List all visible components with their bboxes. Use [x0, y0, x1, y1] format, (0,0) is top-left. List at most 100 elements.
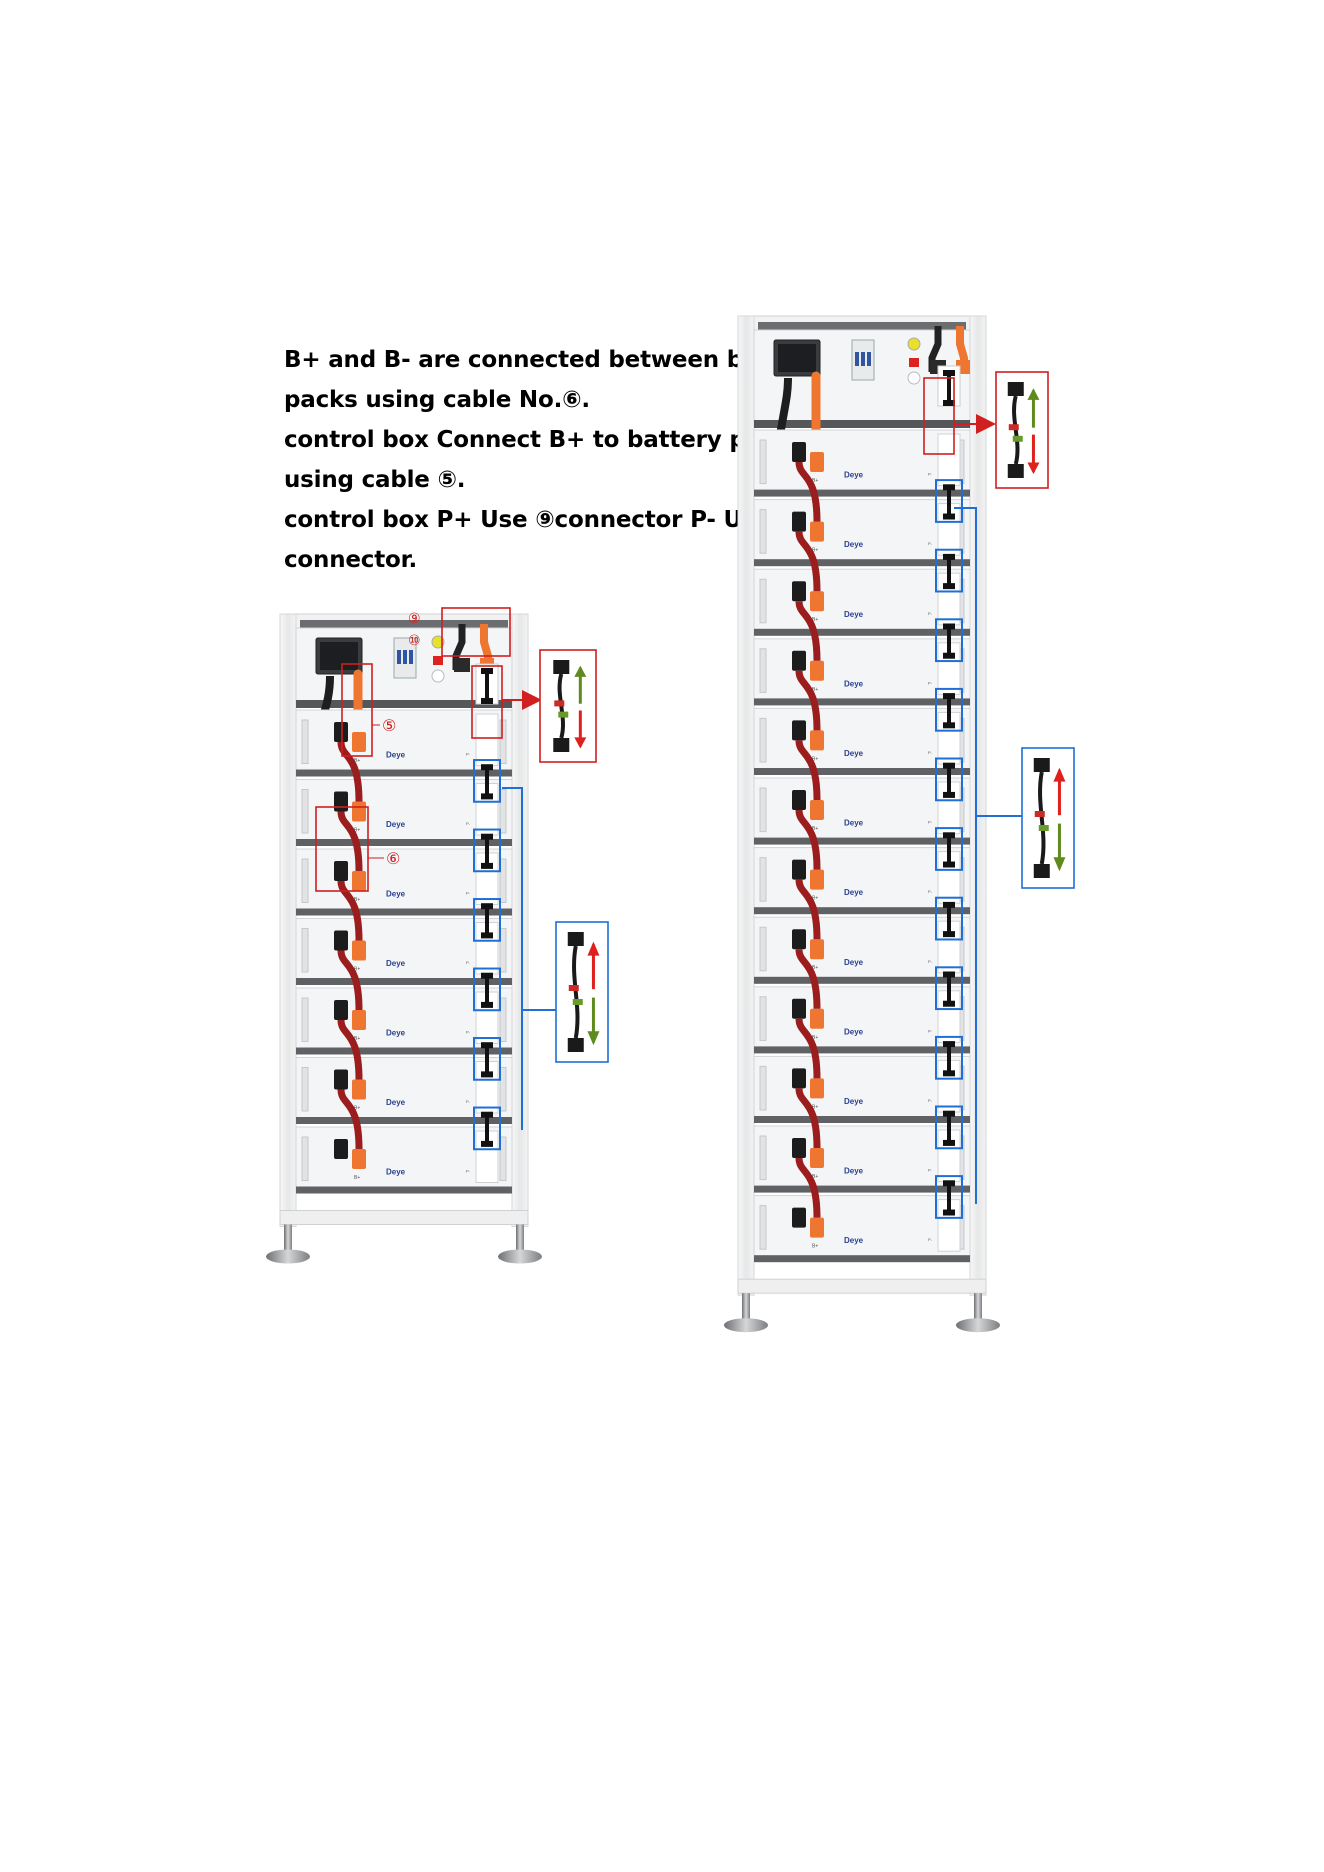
cable-6	[337, 811, 363, 872]
foot-icon	[266, 1249, 310, 1264]
p-link-wire	[947, 765, 951, 794]
foot-icon	[516, 1224, 524, 1251]
cable-wire	[572, 945, 580, 1039]
b-plus-label: B+	[812, 617, 818, 623]
red-highlight-psocket	[471, 665, 503, 739]
battery-module-shelf	[754, 976, 970, 984]
brand-logo: Deye	[844, 958, 864, 967]
b-plus-connector	[810, 1148, 824, 1168]
brand-logo: Deye	[844, 610, 864, 619]
p-label: P-	[928, 1098, 933, 1103]
p-socket-pin	[943, 400, 955, 406]
p-link-wire	[485, 766, 489, 795]
battery-module-shelf	[296, 1186, 512, 1194]
b-plus-label: B+	[354, 1175, 360, 1181]
foot-icon	[284, 1224, 292, 1251]
plug-bottom	[553, 738, 570, 752]
p-label: P-	[466, 1169, 471, 1174]
rack-base	[279, 1210, 529, 1225]
p-link-plug	[943, 652, 955, 659]
cable-6	[795, 1018, 821, 1079]
brand-logo: Deye	[386, 1098, 406, 1107]
b-minus-connector	[334, 930, 348, 951]
brand-logo: Deye	[844, 471, 864, 480]
module-handle-left	[759, 1135, 767, 1181]
b-minus-connector	[334, 1139, 348, 1159]
up-arrow-icon	[1027, 388, 1040, 400]
p-link-wire	[485, 836, 489, 865]
blue-highlight-box	[473, 828, 501, 873]
b-minus-connector	[792, 929, 806, 950]
p-link-wire	[947, 1183, 951, 1211]
power-button	[907, 337, 921, 351]
brand-logo: Deye	[386, 751, 406, 760]
blue-highlight-box	[935, 1035, 963, 1080]
blue-highlight-box	[473, 1106, 501, 1151]
cable-6	[795, 600, 821, 661]
battery-module-body	[753, 916, 971, 984]
blue-highlight-box	[473, 1037, 501, 1081]
p-label: P-	[928, 959, 933, 964]
breaker-pole	[861, 352, 865, 366]
p-link-wire	[947, 695, 951, 724]
b-plus-label: B+	[812, 478, 818, 484]
rack-pole-left	[279, 613, 297, 1227]
down-arrow-icon	[587, 1031, 600, 1046]
blue-highlight-box	[935, 896, 963, 941]
module-handle-left	[759, 509, 767, 554]
breaker-pole	[867, 352, 871, 366]
brand-logo: Deye	[844, 819, 864, 828]
battery-module-body	[753, 707, 971, 775]
b-minus-connector	[792, 1138, 806, 1158]
module-handle-left	[759, 996, 767, 1041]
p-socket-pin	[943, 370, 955, 376]
battery-module-shelf	[296, 769, 512, 777]
p-link-wire	[947, 487, 951, 515]
b-minus-connector	[334, 791, 348, 812]
module-handle-right	[499, 719, 507, 764]
blue-highlight-box	[935, 827, 963, 871]
battery-module-shelf	[754, 628, 970, 636]
brand-logo: Deye	[844, 1097, 864, 1106]
b-plus-connector	[810, 800, 824, 820]
module-handle-left	[301, 997, 309, 1042]
cable-marker	[572, 999, 583, 1005]
cable-6	[795, 461, 821, 522]
red-highlight-cable5	[341, 663, 373, 757]
blue-highlight-box	[935, 618, 963, 663]
b-minus-connector	[792, 1068, 806, 1089]
b-plus-connector	[810, 730, 824, 751]
p-label: P-	[928, 611, 933, 616]
b-plus-label: B+	[812, 896, 818, 902]
b-minus-connector	[792, 859, 806, 880]
control-box	[295, 624, 513, 771]
cable-marker	[1034, 811, 1045, 817]
b-plus-connector	[810, 1078, 824, 1099]
p-link-wire	[485, 1114, 489, 1143]
down-arrow-icon	[574, 737, 587, 749]
brand-logo: Deye	[844, 1236, 864, 1245]
battery-module-body	[753, 847, 971, 914]
module-handle-left	[301, 1067, 309, 1112]
blue-highlight-box	[935, 757, 963, 802]
down-arrow-icon	[1053, 857, 1066, 872]
cable-wire	[1038, 771, 1046, 865]
p-label: P-	[928, 1168, 933, 1173]
battery-module-body	[753, 1055, 971, 1123]
blue-highlight-box	[473, 967, 501, 1012]
b-minus-connector	[334, 861, 348, 881]
cable-6	[795, 809, 821, 870]
brand-logo: Deye	[844, 540, 864, 549]
blue-highlight-box	[473, 898, 501, 942]
foot-icon	[498, 1249, 542, 1264]
b-plus-label: B+	[354, 828, 360, 834]
blue-highlight-box	[473, 759, 501, 803]
callout-9: ⑨	[408, 611, 421, 627]
pcable-detail-blue-right	[1021, 747, 1075, 889]
